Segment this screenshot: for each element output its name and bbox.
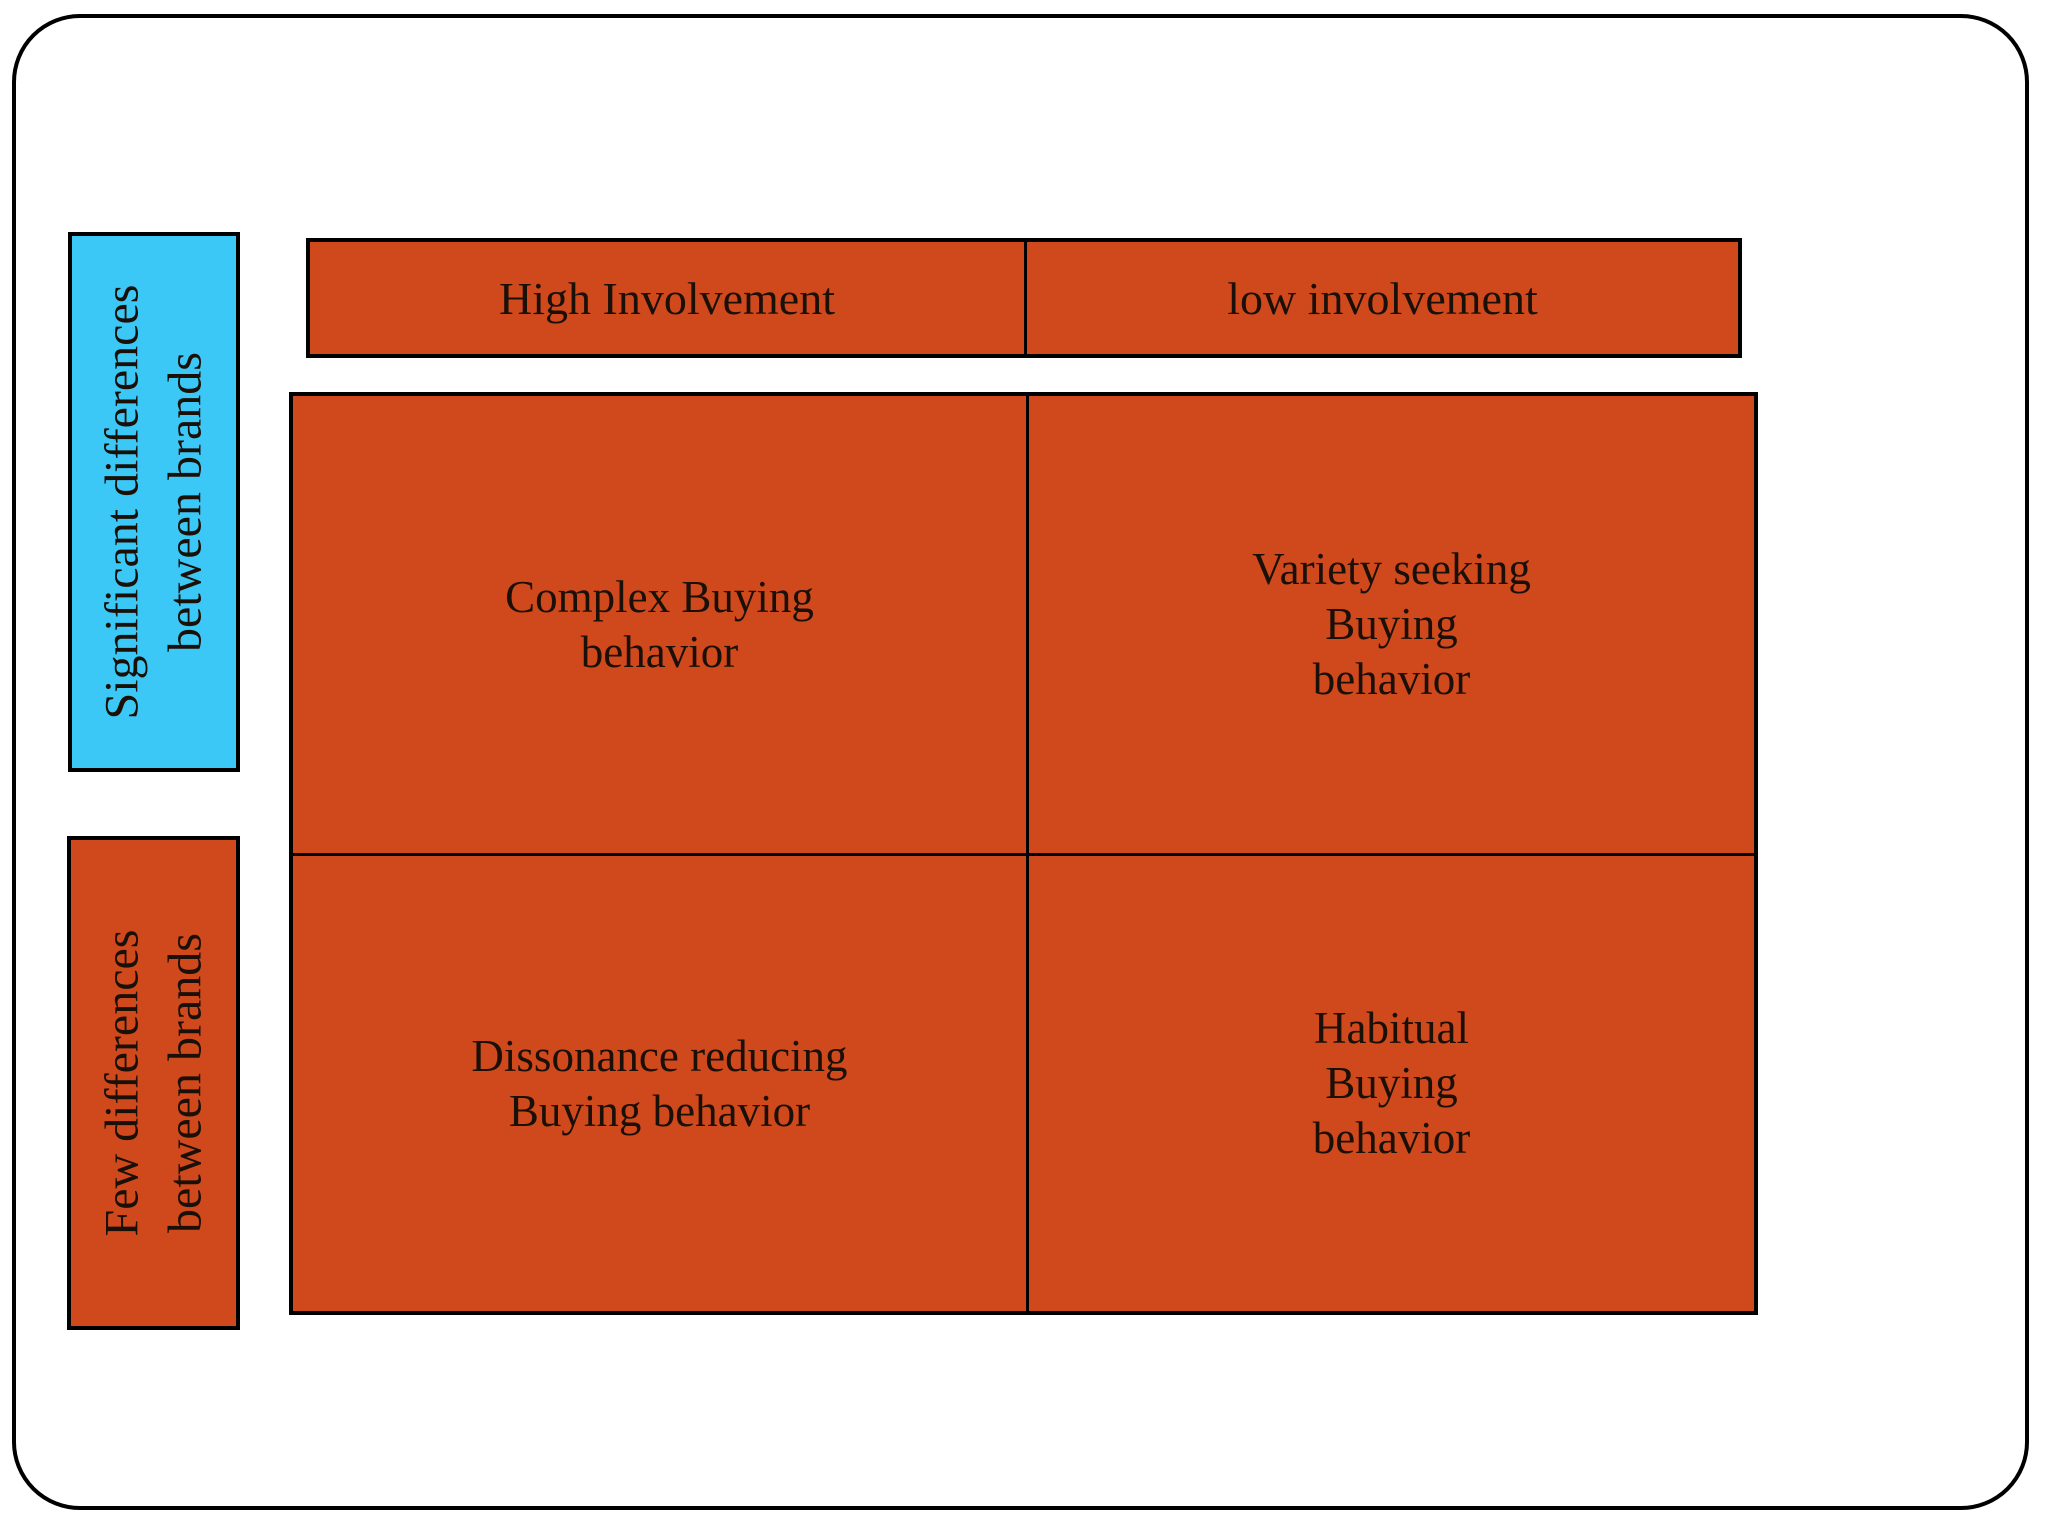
cell-text: Dissonance reducing Buying behavior — [471, 1029, 847, 1139]
cell-text-line: Habitual — [1314, 1003, 1469, 1054]
cell-text-line: Buying — [1325, 599, 1458, 650]
cell-text-line: Buying — [1325, 1058, 1458, 1109]
header-high-involvement: High Involvement — [499, 272, 835, 324]
label-line: between brands — [159, 352, 212, 652]
label-line: Few differences — [95, 929, 149, 1237]
cell-text: Habitual Buying behavior — [1313, 1001, 1470, 1166]
cell-text-line: behavior — [1312, 653, 1471, 704]
header-low-involvement: low involvement — [1227, 272, 1538, 324]
cell-text: Variety seeking Buying behavior — [1252, 542, 1531, 707]
y-axis-label-text: Significant differences between brands — [91, 232, 218, 772]
cell-variety-seeking-buying-behavior: Variety seeking Buying behavior — [1029, 396, 1754, 853]
cell-dissonance-reducing-buying-behavior: Dissonance reducing Buying behavior — [293, 856, 1026, 1311]
buying-behavior-matrix: Complex Buying behavior Variety seeking … — [289, 392, 1758, 1315]
y-axis-label-text: Few differences between brands — [90, 836, 217, 1330]
label-line: Significant differences — [95, 284, 149, 720]
cell-text-line: behavior — [580, 626, 739, 677]
cell-text-line: Buying behavior — [508, 1085, 811, 1136]
involvement-header-row: High Involvement low involvement — [306, 238, 1742, 358]
label-line: between brands — [158, 933, 212, 1233]
cell-complex-buying-behavior: Complex Buying behavior — [293, 396, 1026, 853]
cell-habitual-buying-behavior: Habitual Buying behavior — [1029, 856, 1754, 1311]
cell-text-line: behavior — [1312, 1112, 1471, 1163]
y-axis-label-significant-differences: Significant differences between brands — [68, 232, 240, 772]
cell-text-line: Variety seeking — [1252, 544, 1531, 595]
y-axis-label-few-differences: Few differences between brands — [67, 836, 240, 1330]
matrix-horizontal-divider — [293, 853, 1754, 856]
header-divider-line — [1024, 242, 1027, 354]
cell-text-line: Complex Buying — [505, 571, 814, 622]
cell-text-line: Dissonance reducing — [471, 1030, 848, 1081]
cell-text: Complex Buying behavior — [505, 570, 814, 680]
